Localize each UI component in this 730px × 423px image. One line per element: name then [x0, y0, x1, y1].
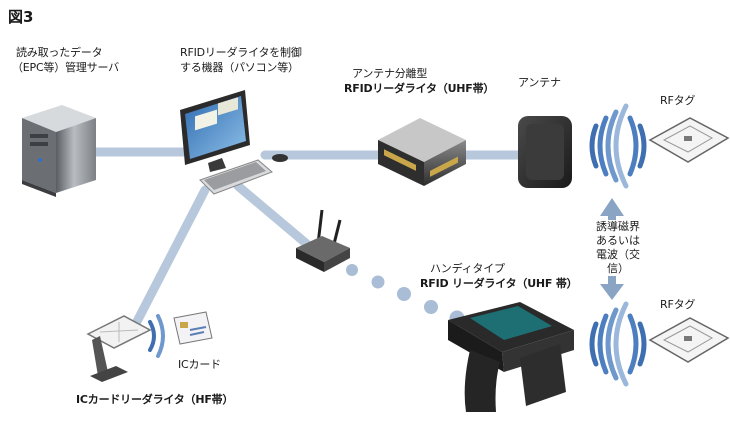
server-label-line2: （EPC等）管理サーバ: [12, 61, 119, 74]
figure-title: 図3: [8, 8, 34, 26]
wireless-dot: [346, 264, 358, 276]
communication-note-line3: 電波（交信）: [596, 248, 640, 275]
server-tower-icon: [22, 105, 96, 197]
ic-card-reader-icon: [86, 315, 152, 382]
uhf-reader-label-line2: RFIDリーダライタ（UHF帯）: [344, 82, 495, 95]
rf-tag-top-label: RFタグ: [660, 94, 696, 107]
handy-reader-label-line2: RFID リーダライタ（UHF 帯）: [420, 277, 578, 290]
rf-tag-bottom-icon: [648, 317, 730, 363]
ic-card-label: ICカード: [178, 358, 221, 371]
communication-note-line1: 誘導磁界: [596, 220, 640, 233]
line-pc-router: [233, 181, 313, 250]
line-pc-icreader: [125, 185, 210, 340]
antenna-label: アンテナ: [518, 76, 561, 89]
uhf-reader-icon: [378, 118, 466, 186]
server-label-line1: 読み取ったデータ: [16, 46, 103, 59]
pc-label-line1: RFIDリーダライタを制御: [180, 46, 302, 59]
radio-waves-ic: [148, 314, 165, 358]
radio-waves-bottom: [589, 301, 647, 387]
wireless-dot: [397, 287, 411, 301]
uhf-reader-label-line1: アンテナ分離型: [352, 67, 428, 80]
communication-note: 誘導磁界 あるいは 電波（交信）: [590, 220, 646, 276]
handy-reader-label-line1: ハンディタイプ: [430, 262, 505, 275]
communication-note-line2: あるいは: [596, 234, 640, 247]
radio-waves-top: [589, 103, 647, 189]
pc-label-line2: する機器（パソコン等）: [180, 61, 299, 74]
handy-reader-icon: [448, 302, 574, 412]
antenna-icon: [518, 116, 572, 188]
rf-tag-bottom-label: RFタグ: [660, 298, 696, 311]
wireless-router-icon: [296, 209, 350, 272]
wireless-dot: [371, 275, 385, 289]
pc-icon: [180, 90, 288, 195]
ic-reader-label: ICカードリーダライタ（HF帯）: [76, 393, 234, 406]
wireless-dot: [424, 300, 438, 314]
ic-card-icon: [173, 311, 213, 345]
rf-tag-top-icon: [648, 117, 730, 163]
